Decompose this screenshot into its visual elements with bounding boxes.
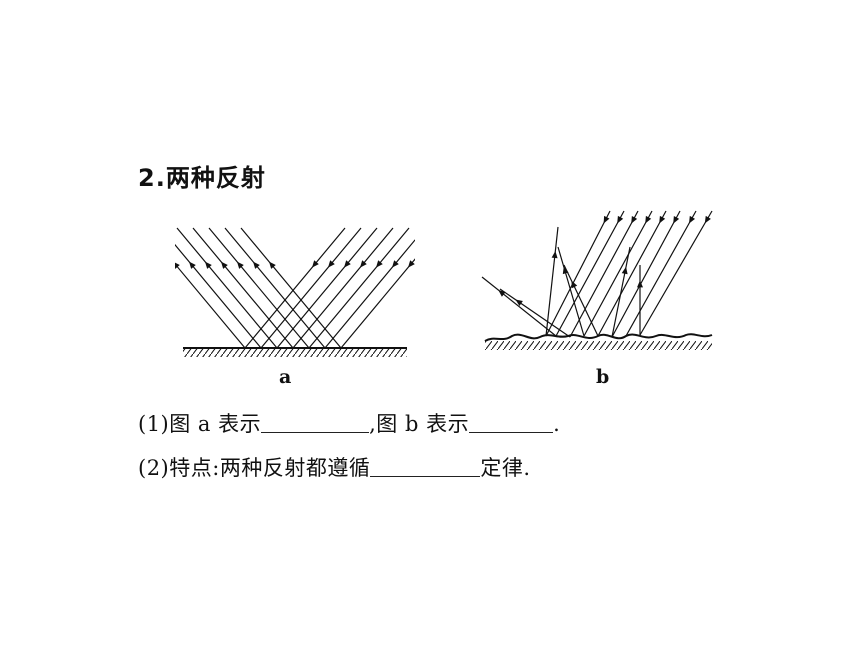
incident-ray-arrow xyxy=(645,215,652,224)
question-2: (2)特点:两种反射都遵循 定律. xyxy=(138,452,531,482)
reflected-ray-arrow xyxy=(551,250,558,259)
reflected-ray-arrow xyxy=(269,261,276,269)
incident-ray-arrow xyxy=(312,260,319,268)
incident-ray xyxy=(555,210,625,337)
reflected-ray xyxy=(144,227,246,349)
reflected-ray xyxy=(481,276,557,337)
rough-surface-hatch xyxy=(485,341,712,350)
incident-ray-arrow xyxy=(673,216,680,224)
incident-ray-arrow xyxy=(617,215,624,224)
reflected-ray-arrow xyxy=(571,280,578,289)
answer-blank-1[interactable] xyxy=(261,412,370,433)
reflected-ray-arrow xyxy=(621,266,628,275)
incident-ray xyxy=(292,227,394,349)
answer-blank-2[interactable] xyxy=(469,412,554,433)
incident-ray-arrow xyxy=(344,260,351,268)
mirror-hatch xyxy=(183,349,407,357)
incident-ray xyxy=(583,210,653,337)
incident-ray xyxy=(611,210,681,338)
reflected-ray xyxy=(160,227,262,349)
incident-ray-arrow xyxy=(659,215,666,224)
reflected-ray xyxy=(563,264,599,337)
reflected-ray-arrow xyxy=(253,261,260,269)
reflected-ray-arrow xyxy=(173,261,180,269)
reflected-ray-arrow xyxy=(237,261,244,269)
reflected-ray xyxy=(611,246,631,338)
reflected-ray xyxy=(208,227,310,349)
question-1-text-2: ,图 b 表示 xyxy=(369,412,470,436)
figure-diffuse-reflection: b xyxy=(480,205,720,388)
incident-ray-arrow xyxy=(631,216,638,224)
incident-ray-arrow xyxy=(603,215,610,224)
incident-ray-arrow xyxy=(328,260,335,268)
figure-specular-reflection: a xyxy=(144,218,442,388)
specular-reflection-diagram xyxy=(144,227,442,357)
reflected-ray xyxy=(499,288,571,338)
incident-ray-arrow xyxy=(360,260,367,268)
incident-ray xyxy=(260,227,362,349)
incident-ray-arrow xyxy=(689,215,696,224)
reflected-ray xyxy=(176,227,278,349)
reflected-ray-arrow xyxy=(189,261,196,269)
diffuse-reflection-diagram xyxy=(481,210,713,350)
reflected-ray-arrow xyxy=(637,280,643,288)
incident-ray xyxy=(625,210,697,337)
reflected-ray xyxy=(557,246,585,337)
section-heading: 2.两种反射 xyxy=(138,164,266,192)
reflected-ray-arrow xyxy=(205,261,212,269)
incident-ray-arrow xyxy=(704,215,711,224)
incident-ray xyxy=(308,227,410,349)
question-2-text-2: 定律. xyxy=(480,456,531,480)
question-1: (1)图 a 表示 ,图 b 表示. xyxy=(138,408,560,438)
incident-ray xyxy=(244,227,346,349)
incident-ray xyxy=(324,227,426,349)
reflected-ray xyxy=(192,227,294,349)
question-2-text-1: (2)特点:两种反射都遵循 xyxy=(138,456,371,480)
incident-ray-arrow xyxy=(392,260,399,268)
reflected-ray xyxy=(224,227,326,349)
question-1-text-1: (1)图 a 表示 xyxy=(138,412,262,436)
incident-ray xyxy=(569,210,639,338)
incident-ray xyxy=(639,210,713,336)
reflected-ray-arrow xyxy=(221,261,228,269)
reflected-ray xyxy=(240,227,342,349)
reflected-ray xyxy=(545,226,559,337)
figure-a-label: a xyxy=(279,366,292,388)
incident-ray xyxy=(597,210,667,337)
question-1-text-3: . xyxy=(553,412,561,436)
answer-blank-3[interactable] xyxy=(370,456,481,477)
incident-ray xyxy=(545,210,611,337)
incident-ray-arrow xyxy=(376,260,383,268)
reflected-ray-arrow xyxy=(515,299,523,306)
incident-ray-arrow xyxy=(408,260,415,268)
incident-ray xyxy=(276,227,378,349)
figure-b-label: b xyxy=(596,366,610,388)
